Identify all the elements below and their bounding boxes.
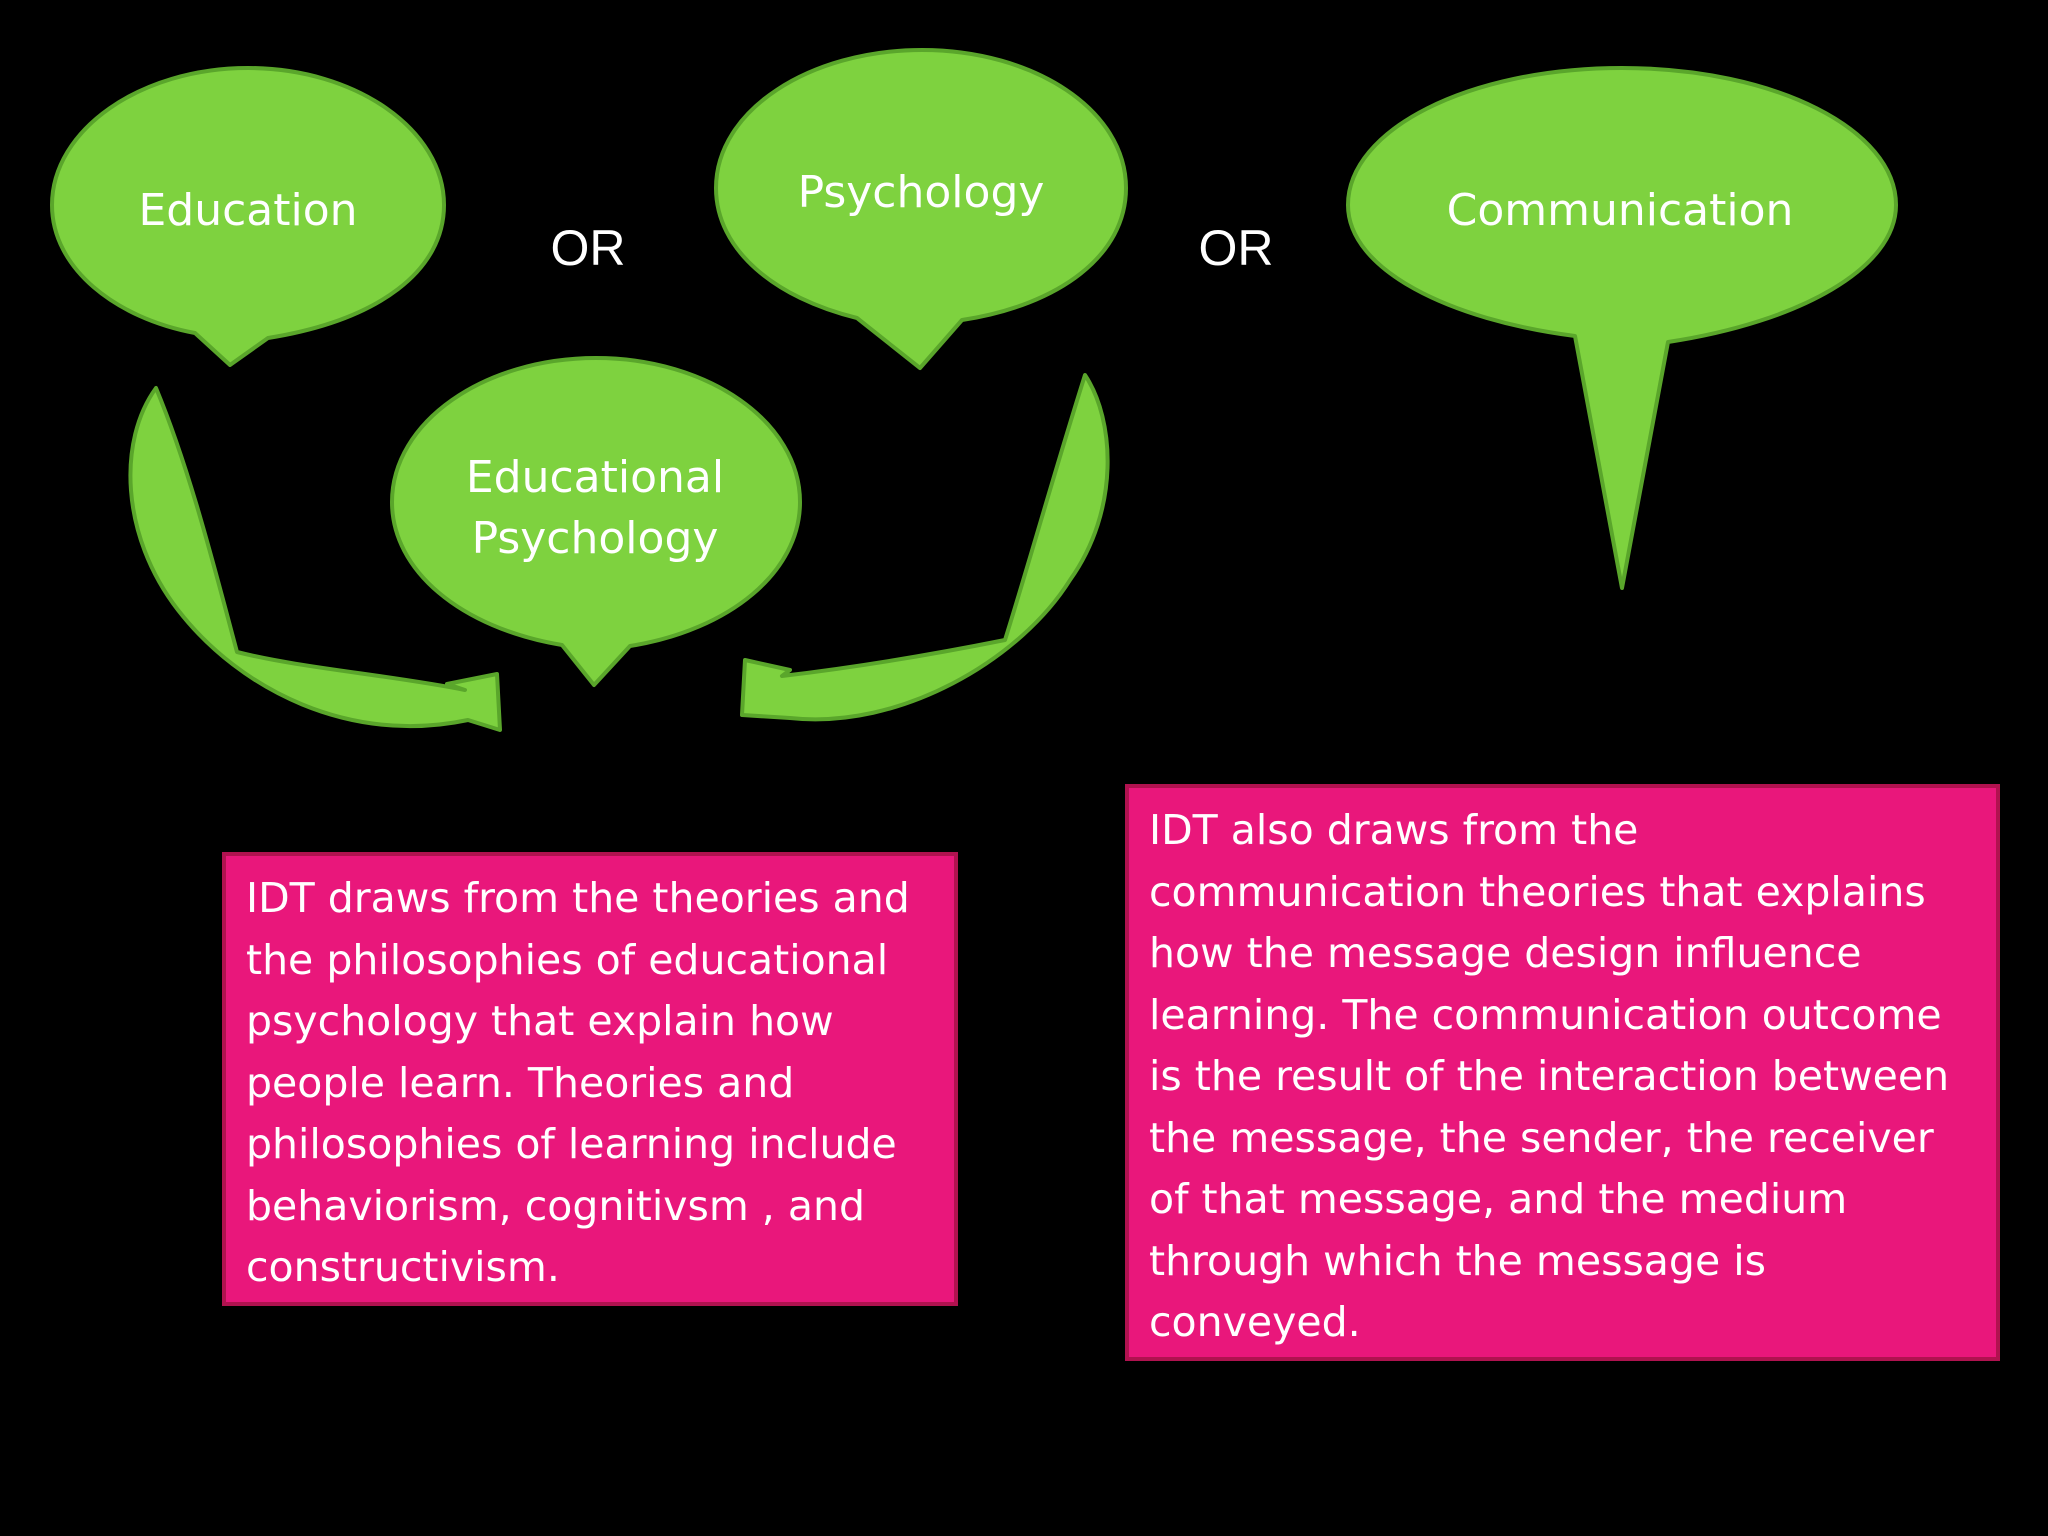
- psychology-bubble: [714, 48, 1128, 370]
- educational-psychology-label: Educational Psychology: [430, 447, 760, 569]
- or-connector-left: OR: [550, 220, 626, 276]
- educational-psychology-line2: Psychology: [471, 513, 719, 564]
- educational-psychology-line1: Educational: [465, 452, 725, 503]
- communication-bubble: [1346, 66, 1898, 590]
- left-curved-arrow: [128, 386, 502, 732]
- or-connector-right: OR: [1198, 220, 1274, 276]
- right-curved-arrow: [740, 373, 1110, 722]
- educational-psychology-bubble: [390, 356, 802, 687]
- educational-psychology-description: IDT draws from the theories and the phil…: [222, 852, 958, 1306]
- psychology-label: Psychology: [797, 167, 1045, 218]
- communication-label: Communication: [1446, 185, 1794, 236]
- education-label: Education: [138, 185, 358, 236]
- education-bubble: [50, 66, 446, 367]
- communication-description: IDT also draws from the communication th…: [1125, 784, 2000, 1361]
